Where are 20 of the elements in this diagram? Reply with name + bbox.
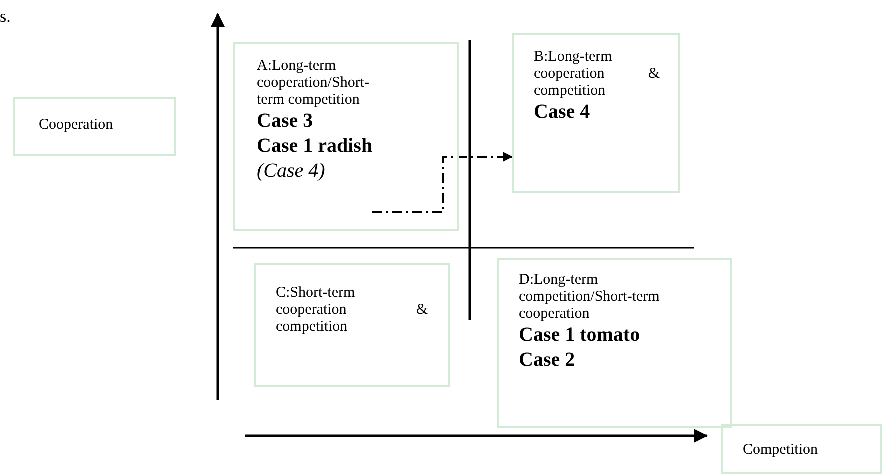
case-label: Case 2 [519, 348, 576, 373]
axis-label: Competition [743, 442, 819, 459]
case-label: Case 1 radish [257, 134, 374, 159]
text-fragment: s. [0, 8, 11, 25]
case-label: Case 4 [534, 100, 592, 125]
quadrant-box [512, 33, 680, 193]
quadrant-box [254, 263, 450, 387]
quadrant-description: D:Long-term competition/Short-term cooperation [519, 272, 661, 323]
dash-dot-arrow [372, 152, 513, 213]
quadrant-description: A:Long-term cooperation/Short-term competition [257, 58, 370, 109]
axis-label-box [13, 97, 176, 156]
case-label: (Case 4) [257, 159, 326, 184]
axis-label: Cooperation [39, 117, 114, 134]
quadrant-box [497, 258, 732, 428]
axis-label-box [721, 424, 882, 474]
quadrant-box [233, 42, 459, 231]
case-label: Case 3 [257, 109, 314, 134]
case-label: Case 1 tomato [519, 323, 642, 348]
quadrant-description: C:Short-term cooperation & competition [276, 285, 428, 336]
quadrant-description: B:Long-term cooperation & competition [534, 49, 660, 100]
